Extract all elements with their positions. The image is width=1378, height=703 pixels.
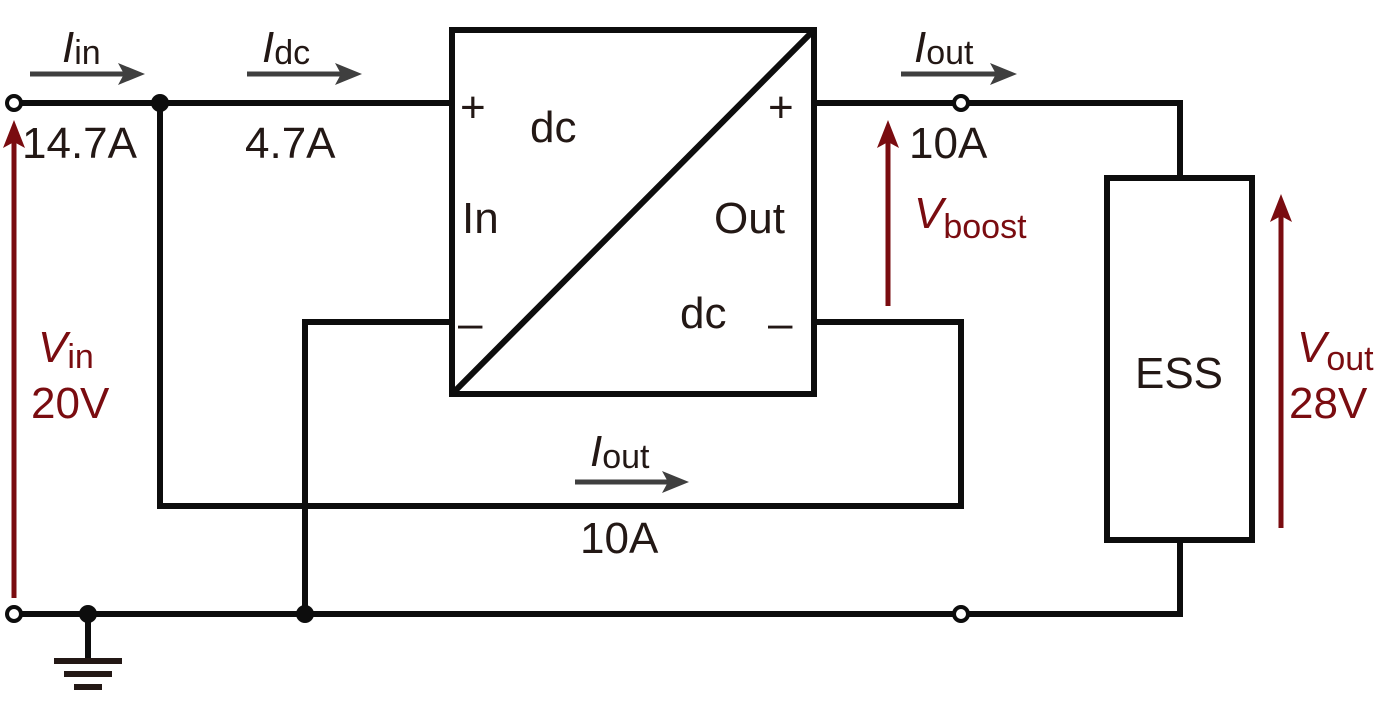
terminal-input-positive — [5, 94, 23, 112]
ess-label: ESS — [1135, 349, 1223, 398]
v-in-value: 20V — [31, 379, 110, 428]
current-arrow-i-dc: Idc 4.7A — [245, 23, 362, 168]
v-out-symbol: Vout — [1297, 323, 1374, 378]
voltage-arrow-v-boost: Vboost — [877, 120, 1027, 306]
i-out-top-value: 10A — [909, 119, 988, 168]
converter-minus-in: – — [458, 299, 483, 348]
voltage-arrow-v-in: Vin 20V — [3, 120, 110, 598]
ground-icon — [54, 658, 122, 690]
converter-out-label: Out — [714, 194, 785, 243]
current-arrow-i-out-top: Iout 10A — [901, 23, 1017, 168]
junction-dot-bottom — [296, 605, 314, 623]
converter-minus-out: – — [768, 299, 793, 348]
terminal-input-negative — [5, 605, 23, 623]
current-arrow-i-out-bottom: Iout 10A — [575, 427, 689, 563]
energy-storage-system: ESS — [1104, 175, 1255, 543]
converter-in-label: In — [462, 194, 499, 243]
junctions — [79, 94, 314, 623]
junction-dot-ground — [79, 605, 97, 623]
i-dc-symbol: Idc — [262, 23, 310, 72]
converter-plus-in: + — [460, 83, 486, 132]
wires — [11, 100, 1183, 663]
current-arrow-i-in: Iin 14.7A — [22, 23, 145, 168]
i-in-symbol: Iin — [62, 23, 101, 72]
ess-box — [1104, 175, 1255, 543]
converter-plus-out: + — [768, 83, 794, 132]
converter-diagonal — [449, 27, 817, 397]
wire-bypass-loop — [157, 100, 964, 509]
terminals — [5, 94, 970, 623]
i-in-value: 14.7A — [22, 119, 138, 168]
converter-dc-bottom-label: dc — [680, 289, 726, 338]
dc-dc-converter: + – + – dc In Out dc — [449, 27, 817, 397]
i-out-top-symbol: Iout — [914, 23, 974, 72]
terminal-output-negative — [952, 605, 970, 623]
i-dc-value: 4.7A — [245, 119, 336, 168]
i-out-bottom-symbol: Iout — [590, 427, 650, 476]
junction-dot-top — [151, 94, 169, 112]
v-in-symbol: Vin — [38, 323, 94, 376]
wire-converter-neg-in — [302, 319, 455, 617]
i-out-bottom-value: 10A — [580, 514, 659, 563]
converter-dc-top-label: dc — [530, 103, 576, 152]
terminal-output-positive — [952, 94, 970, 112]
v-out-value: 28V — [1289, 379, 1368, 428]
v-boost-symbol: Vboost — [914, 189, 1027, 246]
voltage-arrow-v-out: Vout 28V — [1270, 194, 1374, 528]
